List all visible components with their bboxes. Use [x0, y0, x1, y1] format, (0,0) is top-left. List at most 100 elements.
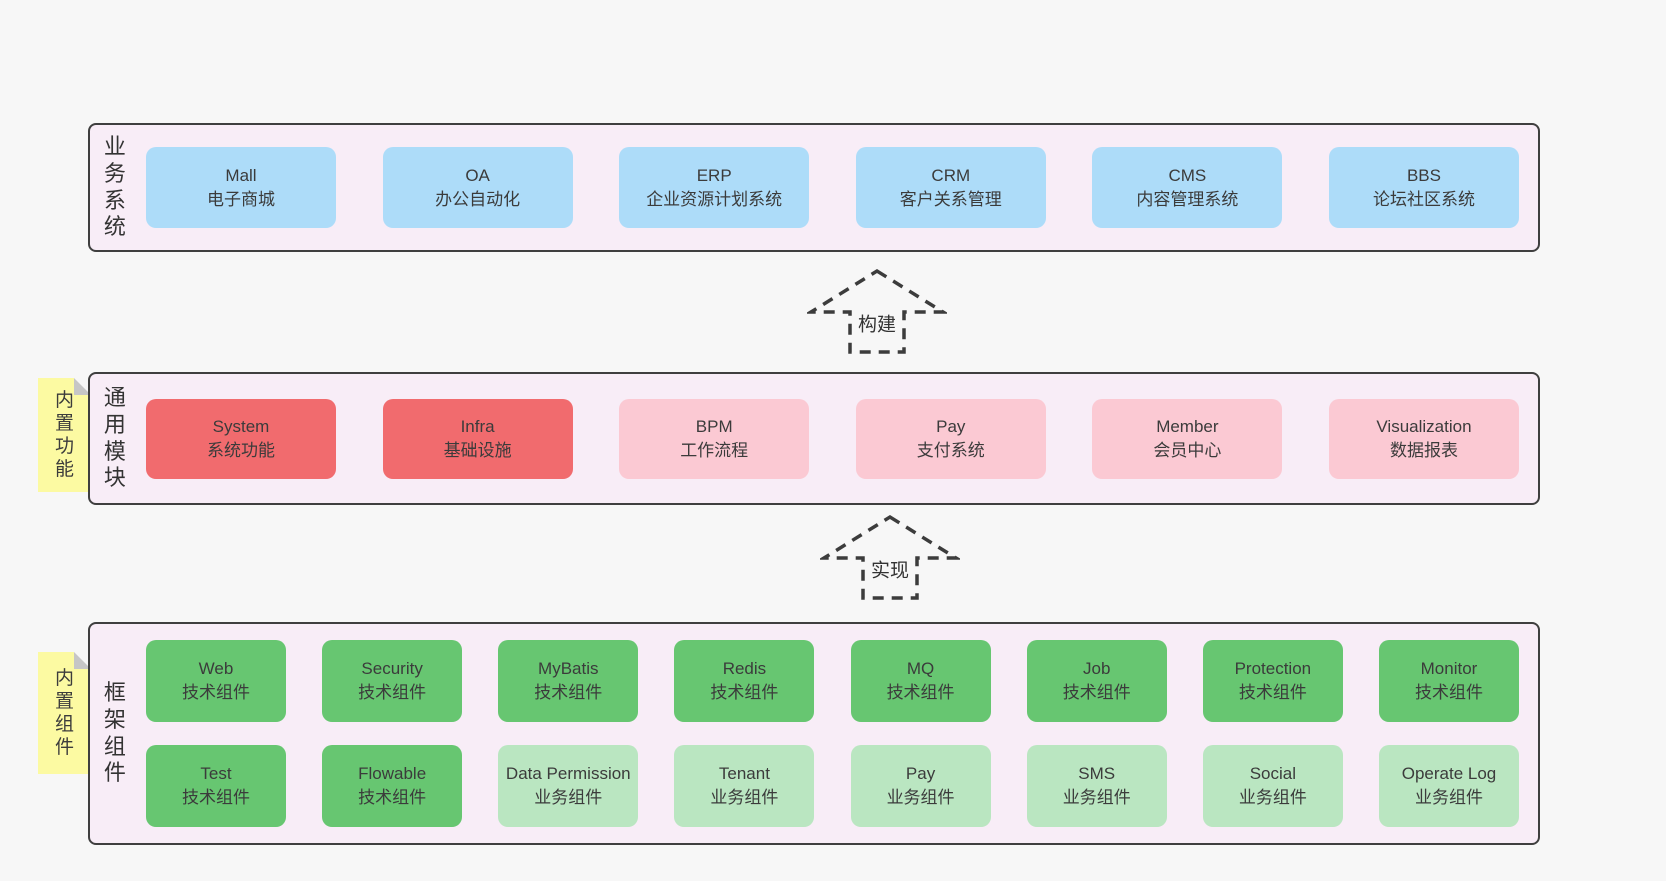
- panel-framework-components-label: 框架组件: [103, 679, 126, 786]
- box-subtitle: 业务组件: [886, 788, 955, 807]
- box-title: Mall: [225, 165, 257, 185]
- box-subtitle: 客户关系管理: [899, 189, 1002, 209]
- box-title: Monitor: [1420, 659, 1478, 678]
- box-subtitle: 技术组件: [1062, 683, 1131, 702]
- box-test: Test 技术组件: [146, 745, 286, 827]
- box-title: Operate Log: [1401, 764, 1497, 783]
- box-subtitle: 技术组件: [358, 683, 427, 702]
- box-title: Web: [198, 659, 234, 678]
- up-block-arrow-icon: [807, 268, 947, 354]
- arrow-build: 构建: [807, 266, 947, 356]
- box-social: Social 业务组件: [1202, 745, 1343, 827]
- box-title: SMS: [1078, 764, 1116, 783]
- box-subtitle: 技术组件: [710, 683, 779, 702]
- common-modules-boxes: System 系统功能 Infra 基础设施 BPM 工作流程 Pay 支付系统…: [146, 374, 1519, 503]
- box-tenant: Tenant 业务组件: [674, 745, 815, 827]
- box-pay-component: Pay 业务组件: [850, 745, 991, 827]
- box-title: ERP: [696, 165, 732, 185]
- up-block-arrow-icon: [820, 514, 960, 600]
- box-title: System: [212, 416, 270, 436]
- box-subtitle: 业务组件: [1414, 788, 1483, 807]
- box-subtitle: 技术组件: [1238, 683, 1307, 702]
- box-title: Member: [1156, 416, 1219, 436]
- box-sms: SMS 业务组件: [1026, 745, 1167, 827]
- box-title: Pay: [905, 764, 936, 783]
- box-subtitle: 企业资源计划系统: [646, 189, 783, 209]
- box-title: Security: [361, 659, 423, 678]
- box-title: CMS: [1168, 165, 1207, 185]
- box-title: Job: [1082, 659, 1111, 678]
- box-cms: CMS 内容管理系统: [1092, 147, 1283, 228]
- box-redis: Redis 技术组件: [674, 640, 815, 722]
- arrow-implement-label: 实现: [866, 554, 914, 584]
- framework-components-rows: Web 技术组件 Security 技术组件 MyBatis 技术组件 Redi…: [146, 624, 1519, 843]
- box-title: Data Permission: [505, 764, 631, 783]
- box-title: Flowable: [358, 764, 427, 783]
- box-web: Web 技术组件: [146, 640, 286, 722]
- sticky-note-label: 内置组件: [54, 667, 74, 759]
- box-pay-module: Pay 支付系统: [855, 398, 1046, 479]
- box-subtitle: 技术组件: [182, 788, 250, 807]
- box-title: MQ: [906, 659, 935, 678]
- box-mybatis: MyBatis 技术组件: [498, 640, 639, 722]
- box-subtitle: 业务组件: [1062, 788, 1131, 807]
- box-title: MyBatis: [538, 659, 599, 678]
- panel-framework-components: 框架组件 Web 技术组件 Security 技术组件 MyBatis 技术组件…: [88, 622, 1540, 845]
- box-bpm: BPM 工作流程: [619, 398, 810, 479]
- box-subtitle: 业务组件: [534, 788, 603, 807]
- box-subtitle: 工作流程: [680, 440, 749, 460]
- framework-components-row-2: Test 技术组件 Flowable 技术组件 Data Permission …: [146, 745, 1519, 827]
- panel-common-modules: 通用模块 System 系统功能 Infra 基础设施 BPM 工作流程 Pay…: [88, 372, 1540, 505]
- box-member: Member 会员中心: [1092, 398, 1283, 479]
- box-subtitle: 数据报表: [1389, 440, 1458, 460]
- box-job: Job 技术组件: [1026, 640, 1167, 722]
- arrow-implement: 实现: [820, 512, 960, 602]
- box-subtitle: 技术组件: [886, 683, 955, 702]
- box-title: Infra: [460, 416, 495, 436]
- box-title: Test: [200, 764, 232, 783]
- box-subtitle: 会员中心: [1153, 440, 1222, 460]
- box-subtitle: 电子商城: [207, 189, 275, 209]
- box-title: BPM: [695, 416, 733, 436]
- box-protection: Protection 技术组件: [1202, 640, 1343, 722]
- box-subtitle: 技术组件: [358, 788, 427, 807]
- box-crm: CRM 客户关系管理: [855, 147, 1046, 228]
- box-security: Security 技术组件: [322, 640, 463, 722]
- box-subtitle: 技术组件: [182, 683, 250, 702]
- box-mall: Mall 电子商城: [146, 147, 336, 228]
- box-oa: OA 办公自动化: [382, 147, 573, 228]
- sticky-note-label: 内置功能: [54, 389, 74, 481]
- panel-business-systems: 业务系统 Mall 电子商城 OA 办公自动化 ERP 企业资源计划系统 CRM…: [88, 123, 1540, 252]
- box-subtitle: 技术组件: [534, 683, 603, 702]
- box-subtitle: 支付系统: [916, 440, 985, 460]
- box-mq: MQ 技术组件: [850, 640, 991, 722]
- box-monitor: Monitor 技术组件: [1378, 640, 1519, 722]
- box-subtitle: 论坛社区系统: [1372, 189, 1475, 209]
- box-subtitle: 技术组件: [1414, 683, 1483, 702]
- box-operate-log: Operate Log 业务组件: [1378, 745, 1519, 827]
- box-flowable: Flowable 技术组件: [322, 745, 463, 827]
- box-subtitle: 办公自动化: [435, 189, 521, 209]
- box-subtitle: 基础设施: [443, 440, 512, 460]
- panel-common-modules-label: 通用模块: [103, 384, 126, 491]
- framework-components-row-1: Web 技术组件 Security 技术组件 MyBatis 技术组件 Redi…: [146, 640, 1519, 722]
- box-title: OA: [465, 165, 490, 185]
- box-title: CRM: [931, 165, 971, 185]
- sticky-note-builtin-components: 内置组件: [38, 652, 91, 774]
- box-subtitle: 业务组件: [710, 788, 779, 807]
- box-title: BBS: [1406, 165, 1441, 185]
- box-title: Visualization: [1376, 416, 1472, 436]
- box-infra: Infra 基础设施: [382, 398, 573, 479]
- business-systems-boxes: Mall 电子商城 OA 办公自动化 ERP 企业资源计划系统 CRM 客户关系…: [146, 125, 1519, 250]
- box-visualization: Visualization 数据报表: [1328, 398, 1519, 479]
- box-system: System 系统功能: [146, 398, 336, 479]
- box-bbs: BBS 论坛社区系统: [1328, 147, 1519, 228]
- box-title: Protection: [1234, 659, 1312, 678]
- box-title: Social: [1249, 764, 1296, 783]
- panel-business-systems-label: 业务系统: [103, 133, 126, 240]
- box-erp: ERP 企业资源计划系统: [619, 147, 810, 228]
- box-title: Pay: [936, 416, 966, 436]
- box-title: Tenant: [718, 764, 770, 783]
- sticky-note-builtin-features: 内置功能: [38, 378, 91, 492]
